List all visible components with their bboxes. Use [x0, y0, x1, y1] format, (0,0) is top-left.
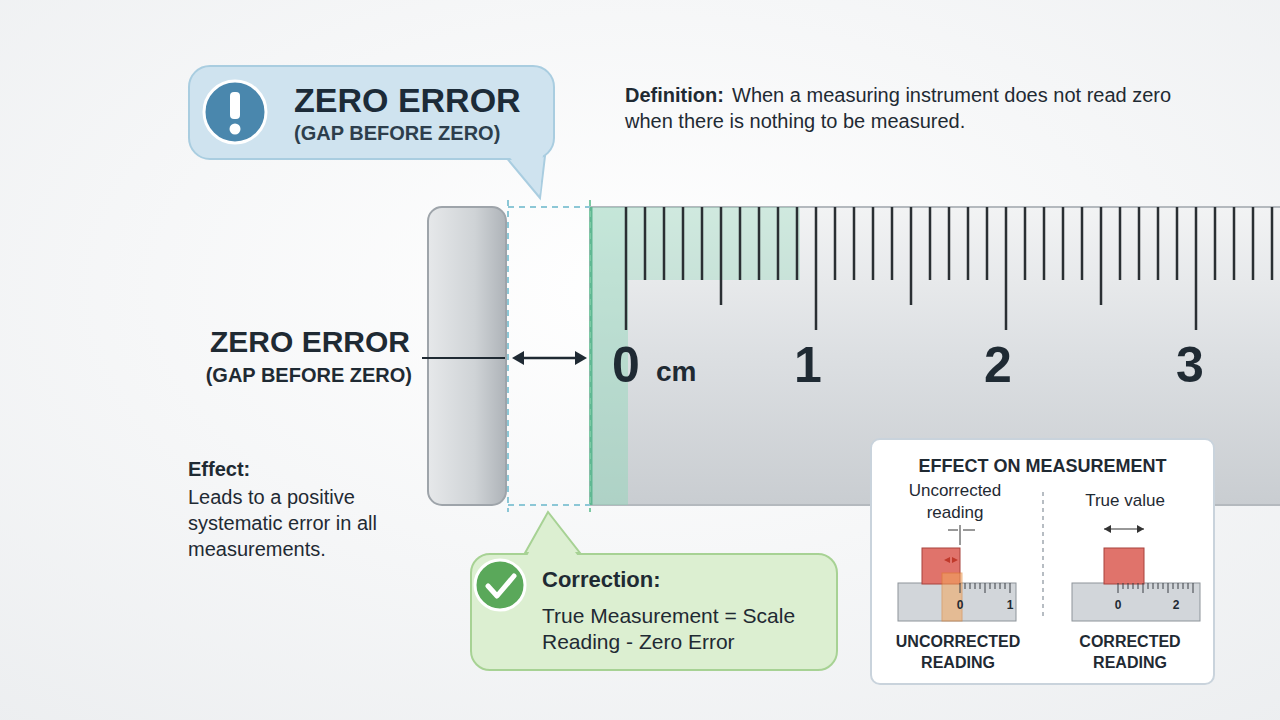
mini-scale-number: 0: [952, 598, 968, 614]
scale-number: 2: [960, 333, 1036, 398]
tick-mark: [1138, 207, 1141, 280]
tick-mark: [815, 207, 818, 330]
tick-mark: [1081, 207, 1084, 280]
scale-number: 1: [770, 333, 846, 398]
part-label: ZERO ERROR: [150, 322, 410, 361]
node-heading: ZERO ERROR: [294, 80, 535, 121]
inset-footer: CORRECTED READING: [1052, 632, 1208, 674]
part-sublabel: (GAP BEFORE ZERO): [150, 362, 412, 388]
tick-mark: [720, 207, 723, 305]
tick-mark: [739, 207, 742, 280]
tick-mark: [1252, 207, 1255, 280]
tick-mark: [758, 207, 761, 280]
scale-number: 0: [588, 333, 664, 398]
inset-caption: Uncorrected reading: [885, 480, 1025, 524]
tick-mark: [663, 207, 666, 280]
tick-mark: [625, 207, 628, 330]
tick-mark: [834, 207, 837, 280]
tick-mark: [1195, 207, 1198, 330]
tick-mark: [891, 207, 894, 280]
tick-mark: [1271, 207, 1274, 280]
tick-mark: [1005, 207, 1008, 330]
tick-mark: [1043, 207, 1046, 280]
mini-scale-number: 0: [1110, 598, 1126, 614]
correction-bubble: Correction: True Measurement = Scale Read…: [470, 553, 838, 671]
tick-mark: [1024, 207, 1027, 280]
node-heading: Correction:: [542, 567, 820, 593]
tick-mark: [929, 207, 932, 280]
inset-footer: UNCORRECTED READING: [880, 632, 1036, 674]
tick-mark: [1176, 207, 1179, 280]
tick-mark: [1062, 207, 1065, 280]
tick-mark: [1214, 207, 1217, 280]
inset-caption: True value: [1065, 490, 1185, 512]
tick-mark: [948, 207, 951, 280]
scale-number: 3: [1152, 333, 1228, 398]
effect-text: Leads to a positive systematic error in …: [188, 484, 438, 562]
effect-heading: Effect:: [188, 456, 438, 482]
tick-mark: [910, 207, 913, 305]
callout-bubble: ZERO ERROR(GAP BEFORE ZERO): [188, 65, 555, 160]
tick-mark: [1100, 207, 1103, 305]
tick-mark: [1157, 207, 1160, 280]
tick-mark: [701, 207, 704, 280]
tick-mark: [777, 207, 780, 280]
tick-mark: [1119, 207, 1122, 280]
node-body: (GAP BEFORE ZERO): [294, 121, 535, 145]
node-body: True Measurement = Scale Reading - Zero …: [542, 603, 812, 653]
tick-mark: [967, 207, 970, 280]
tick-mark: [872, 207, 875, 280]
tick-mark: [796, 207, 799, 280]
tick-mark: [682, 207, 685, 280]
mini-scale-number: 1: [1002, 598, 1018, 614]
tick-mark: [1233, 207, 1236, 280]
node-heading: EFFECT ON MEASUREMENT: [882, 456, 1203, 478]
tick-mark: [853, 207, 856, 280]
tick-mark: [644, 207, 647, 280]
unit-label: cm: [656, 354, 716, 390]
mini-scale-number: 2: [1168, 598, 1184, 614]
tick-mark: [986, 207, 989, 280]
definition-heading: Definition:: [625, 82, 726, 108]
